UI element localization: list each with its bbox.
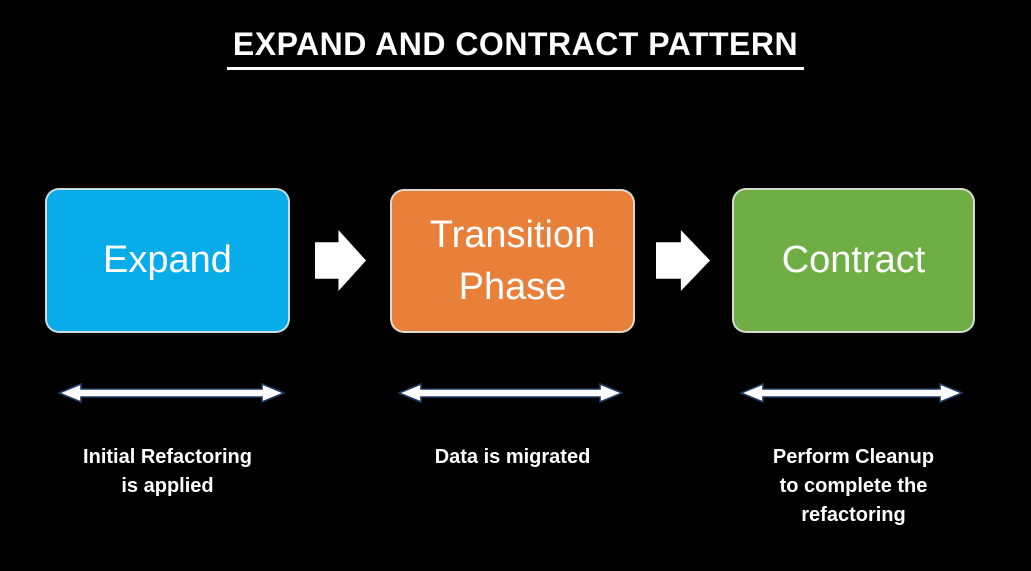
stage-caption-contract: Perform Cleanup to complete the refactor… bbox=[772, 446, 935, 526]
title-container: EXPAND AND CONTRACT PATTERN bbox=[0, 26, 1031, 70]
stage-box-transition: Transition Phase bbox=[390, 189, 635, 333]
stage-caption-expand: Initial Refactoring is applied bbox=[83, 446, 252, 497]
double-headed-arrow-icon bbox=[740, 382, 963, 404]
page-title: EXPAND AND CONTRACT PATTERN bbox=[226, 26, 805, 70]
right-block-arrow-icon bbox=[656, 230, 710, 291]
stage-box-expand: Expand bbox=[45, 188, 290, 333]
double-headed-arrow-icon bbox=[398, 382, 623, 404]
stage-caption-transition: Data is migrated bbox=[434, 446, 591, 468]
right-block-arrow-icon bbox=[315, 230, 366, 291]
double-headed-arrow-icon bbox=[58, 382, 285, 404]
stage-box-contract: Contract bbox=[732, 188, 975, 333]
